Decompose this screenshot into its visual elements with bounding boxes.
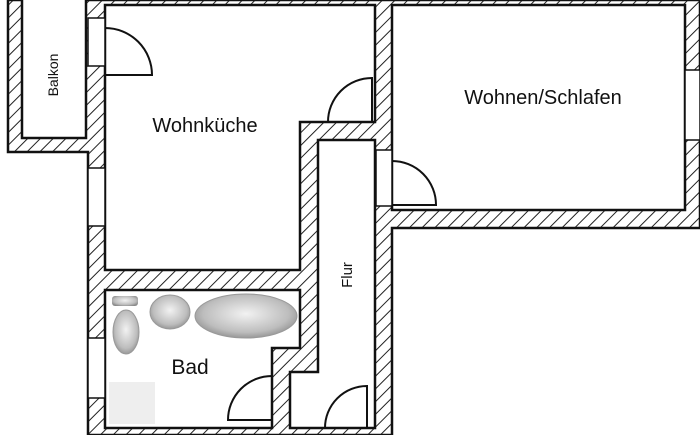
room-balkon <box>20 0 88 140</box>
label-wohnen-schlafen: Wohnen/Schlafen <box>464 87 622 109</box>
door-bad <box>226 375 273 421</box>
bathtub-icon <box>194 293 298 339</box>
door-wohnen <box>391 160 438 206</box>
toilet-icon <box>112 309 140 355</box>
label-balkon: Balkon <box>45 54 61 97</box>
window <box>87 337 106 399</box>
room-wohnen-schlafen <box>390 3 687 212</box>
label-flur: Flur <box>339 262 356 288</box>
door-entrance <box>324 384 368 429</box>
toilet-tank-icon <box>112 296 138 306</box>
shower-tray <box>109 382 155 424</box>
window <box>87 167 106 227</box>
window <box>375 149 393 207</box>
window <box>684 69 700 141</box>
room-flur <box>288 138 377 430</box>
window <box>87 17 106 67</box>
sink-icon <box>149 294 191 330</box>
door-balkon <box>104 27 154 76</box>
door-wohnkueche <box>327 76 373 123</box>
label-wohnkueche: Wohnküche <box>152 115 257 137</box>
label-bad: Bad <box>171 356 208 379</box>
room-wohnkueche <box>103 3 377 272</box>
